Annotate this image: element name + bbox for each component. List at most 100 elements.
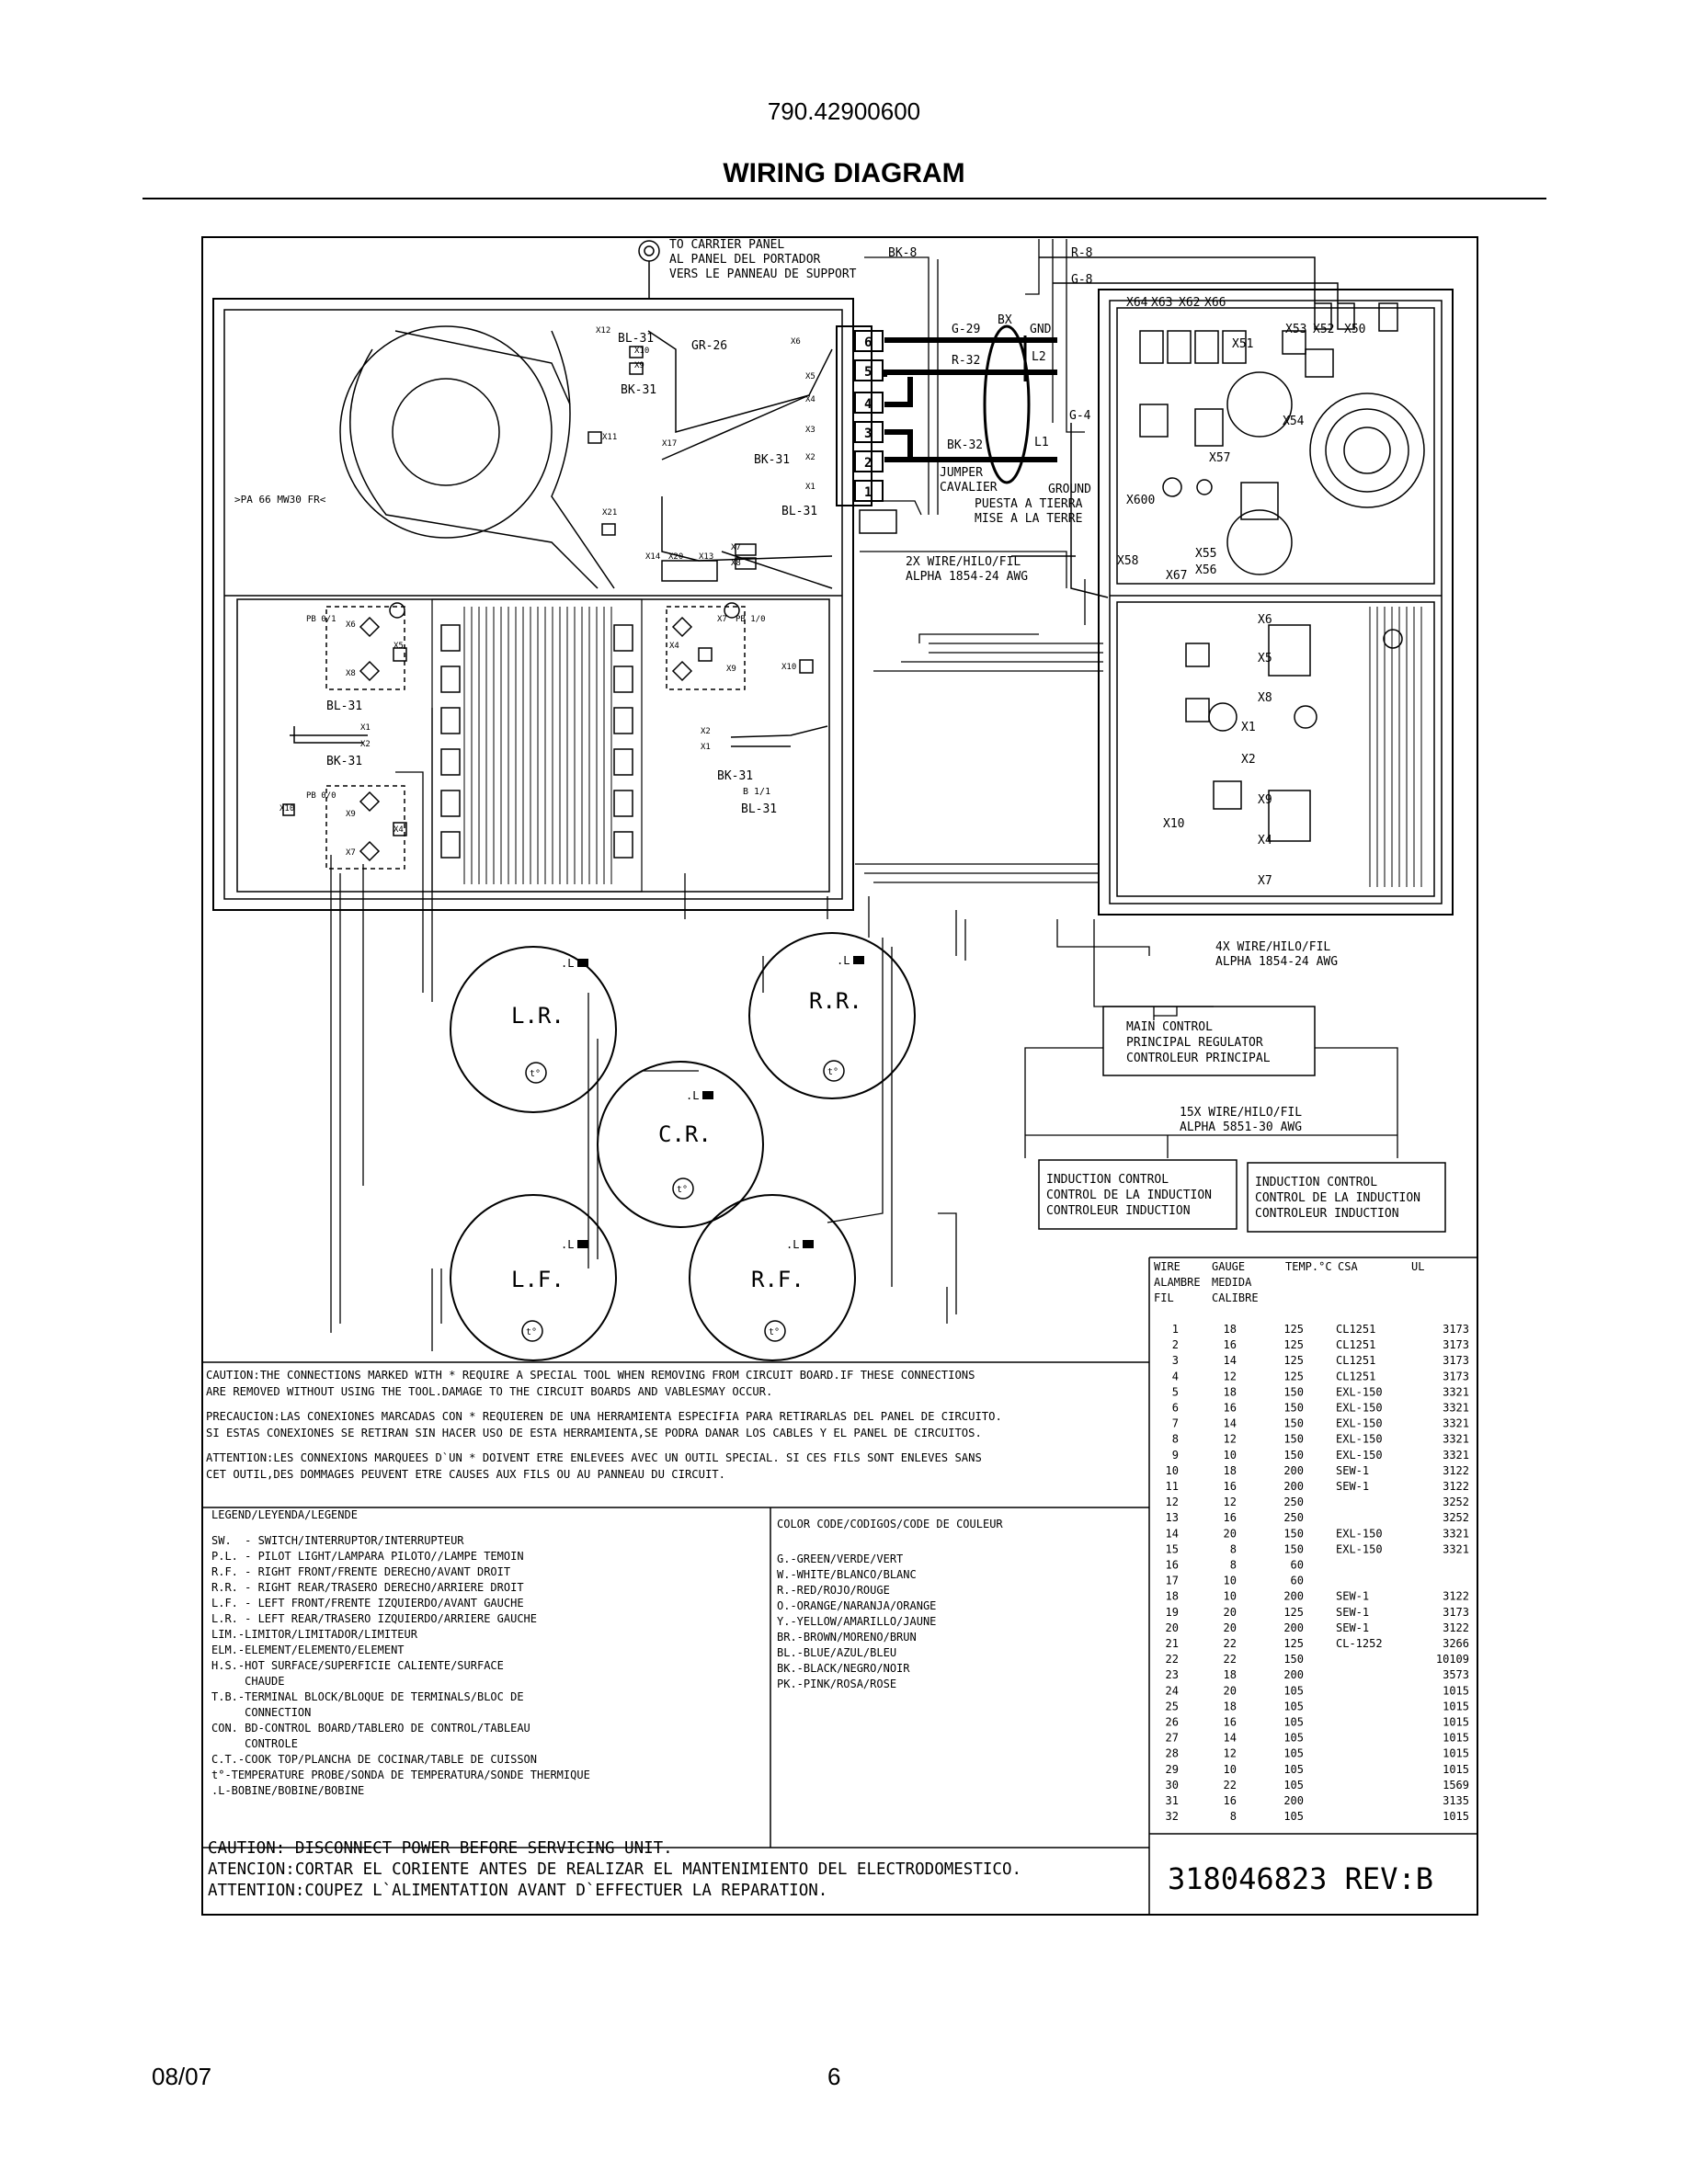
table-cell: 12 — [1224, 1747, 1237, 1760]
connector-x62: X62 — [1179, 296, 1200, 310]
ground-label-0: GROUND — [1048, 483, 1091, 496]
legend-item: CONNECTION — [211, 1706, 311, 1719]
probe-lr: t° — [530, 1069, 541, 1079]
table-cell: 8 — [1230, 1810, 1237, 1823]
table-cell: 105 — [1283, 1763, 1304, 1776]
table-cell: 105 — [1283, 1747, 1304, 1760]
burner-rr-label: R.R. — [809, 988, 862, 1014]
table-cell: 3573 — [1443, 1668, 1469, 1681]
carrier-panel-label-0: TO CARRIER PANEL — [669, 238, 784, 252]
table-cell: 3321 — [1443, 1402, 1469, 1415]
table-cell: 10 — [1166, 1464, 1179, 1477]
probe-lf: t° — [526, 1327, 537, 1337]
burner-lf-label: L.F. — [511, 1267, 565, 1292]
table-cell: 3173 — [1443, 1354, 1469, 1367]
color-code-item: BK.-BLACK/NEGRO/NOIR — [777, 1662, 910, 1675]
induction-control-1-label-1: CONTROL DE LA INDUCTION — [1046, 1189, 1212, 1202]
burner-lf — [450, 1194, 617, 1361]
legend-list: SW. - SWITCH/INTERRUPTOR/INTERRUPTEURP.L… — [211, 1534, 590, 1797]
board-x2: X2 — [1241, 753, 1256, 767]
table-cell: 200 — [1283, 1464, 1304, 1477]
table-cell: 105 — [1283, 1732, 1304, 1745]
burner-cr-label: C.R. — [658, 1121, 712, 1147]
table-cell: 18 — [1224, 1323, 1237, 1336]
board-x8: X8 — [1258, 691, 1272, 705]
housing-x2-left: X2 — [360, 740, 371, 749]
color-code-item: W.-WHITE/BLANCO/BLANC — [777, 1568, 917, 1581]
table-cell: 125 — [1283, 1370, 1304, 1382]
table-cell: 20 — [1224, 1684, 1237, 1697]
table-cell: 3321 — [1443, 1433, 1469, 1446]
connector-x64: X64 — [1126, 296, 1148, 310]
table-cell: EXL-150 — [1336, 1433, 1383, 1446]
coil-lf: .L — [561, 1238, 574, 1251]
table-cell: 1015 — [1443, 1732, 1469, 1745]
coil-rf: .L — [786, 1238, 799, 1251]
connector-x50: X50 — [1344, 323, 1365, 336]
table-cell: 23 — [1166, 1668, 1179, 1681]
housing-pb00: PB 0/0 — [306, 791, 336, 801]
housing-x10-left: X10 — [279, 804, 294, 813]
color-code-item: O.-ORANGE/NARANJA/ORANGE — [777, 1599, 936, 1612]
burner-rf — [689, 1194, 856, 1361]
legend-item: LIM.-LIMITOR/LIMITADOR/LIMITEUR — [211, 1628, 418, 1641]
table-cell: 1 — [1172, 1323, 1179, 1336]
control-board — [1011, 256, 1454, 916]
housing-x4-term: X4 — [805, 395, 815, 404]
table-cell: 7 — [1172, 1417, 1179, 1430]
table-cell: 125 — [1283, 1323, 1304, 1336]
housing-x2-right: X2 — [701, 727, 711, 736]
wire-4x-label-0: 4X WIRE/HILO/FIL — [1215, 940, 1330, 954]
wire-label-r8: R-8 — [1071, 246, 1092, 260]
legend-item: T.B.-TERMINAL BLOCK/BLOQUE DE TERMINALS/… — [211, 1690, 524, 1703]
table-cell: 1015 — [1443, 1810, 1469, 1823]
legend-item: L.R. - LEFT REAR/TRASERO IZQUIERDO/ARRIE… — [211, 1612, 537, 1625]
connector-x66: X66 — [1204, 296, 1226, 310]
wire-label-bl31-top: BL-31 — [618, 332, 654, 346]
wire-4x-label-1: ALPHA 1854-24 AWG — [1215, 955, 1338, 969]
housing-x7-left: X7 — [346, 848, 356, 858]
induction-control-box-1 — [1038, 1159, 1237, 1230]
housing-x6-term: X6 — [791, 337, 801, 347]
table-cell: CL1251 — [1336, 1370, 1375, 1382]
wire-label-bk8: BK-8 — [888, 246, 917, 260]
bottom-caution-2: ATTENTION:COUPEZ L`ALIMENTATION AVANT D`… — [208, 1882, 827, 1900]
connector-x52: X52 — [1313, 323, 1334, 336]
table-cell: SEW-1 — [1336, 1621, 1369, 1634]
housing-x11: X11 — [602, 433, 617, 442]
housing-x21: X21 — [602, 508, 617, 518]
table-cell: 26 — [1166, 1716, 1179, 1729]
color-code-item: G.-GREEN/VERDE/VERT — [777, 1553, 903, 1565]
connector-x67: X67 — [1166, 569, 1187, 583]
housing-pb01: PB 0/1 — [306, 615, 336, 624]
caution-line-5: CET OUTIL,DES DOMMAGES PEUVENT ETRE CAUS… — [206, 1468, 725, 1481]
probe-rf: t° — [769, 1327, 780, 1337]
table-cell: 17 — [1166, 1575, 1179, 1587]
table-cell: 3122 — [1443, 1480, 1469, 1493]
table-cell: 3321 — [1443, 1385, 1469, 1398]
legend-item: t°-TEMPERATURE PROBE/SONDA DE TEMPERATUR… — [211, 1769, 590, 1781]
induction-control-1-label-0: INDUCTION CONTROL — [1046, 1173, 1169, 1187]
table-cell: 14 — [1224, 1417, 1237, 1430]
table-cell: 3252 — [1443, 1496, 1469, 1508]
housing-x10-right: X10 — [781, 663, 796, 672]
table-cell: 125 — [1283, 1338, 1304, 1351]
legend-item: R.F. - RIGHT FRONT/FRENTE DERECHO/AVANT … — [211, 1565, 510, 1578]
color-code-list: G.-GREEN/VERDE/VERT W.-WHITE/BLANCO/BLANC… — [777, 1553, 936, 1690]
table-cell: 1015 — [1443, 1700, 1469, 1712]
table-cell: 28 — [1166, 1747, 1179, 1760]
wire-label-bk31-right: BK-31 — [717, 769, 753, 783]
table-cell: 150 — [1283, 1542, 1304, 1555]
carrier-panel-label-2: VERS LE PANNEAU DE SUPPORT — [669, 267, 857, 281]
table-cell: 3122 — [1443, 1621, 1469, 1634]
temperature-probe-icons — [521, 1060, 845, 1342]
wire-15x-label-0: 15X WIRE/HILO/FIL — [1180, 1106, 1302, 1120]
table-cell: 10 — [1224, 1449, 1237, 1462]
color-code-item: Y.-YELLOW/AMARILLO/JAUNE — [777, 1615, 936, 1628]
table-cell: CL-1252 — [1336, 1637, 1383, 1650]
table-cell: 3135 — [1443, 1794, 1469, 1807]
table-cell: 105 — [1283, 1779, 1304, 1792]
wire-label-b11: B 1/1 — [743, 787, 770, 797]
coil-lr: .L — [561, 957, 574, 970]
